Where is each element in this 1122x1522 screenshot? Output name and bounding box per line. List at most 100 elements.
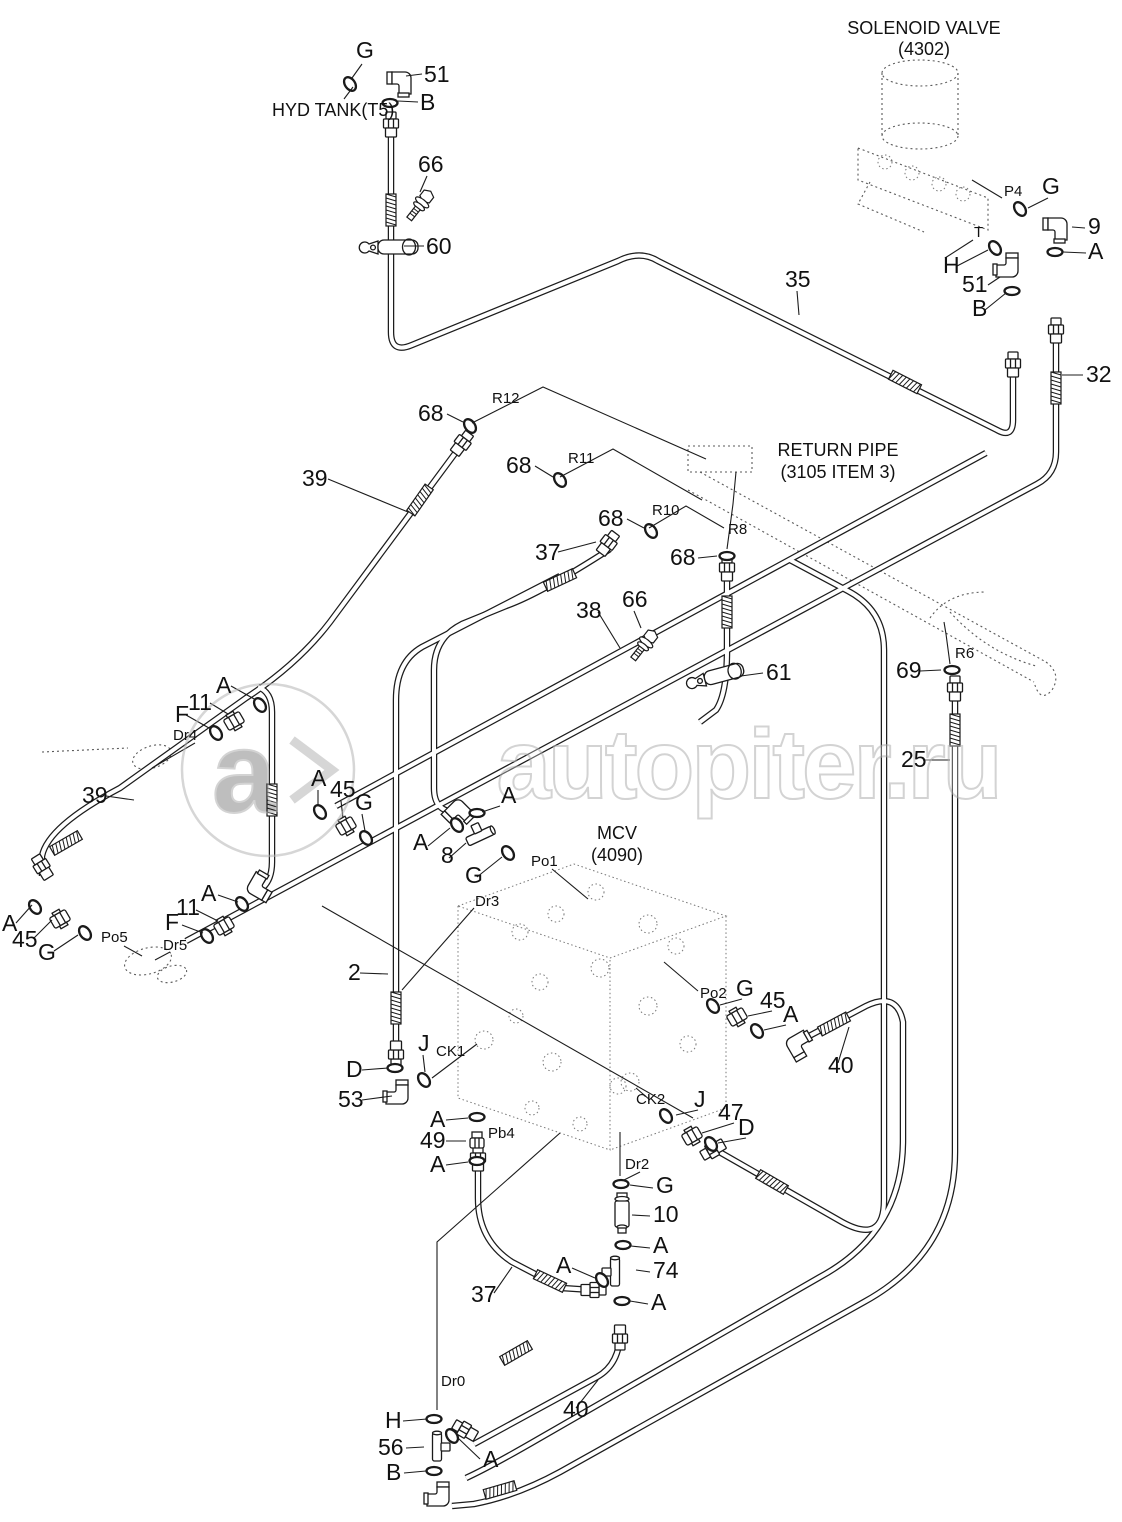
oring-a [310,801,330,823]
braid-sleeve [816,1011,852,1037]
dr4-dotted-part [41,744,172,770]
label-part-45-left: 45 [12,926,38,952]
oring-h [425,1413,443,1425]
oring-g [75,922,95,944]
port-ck2-circle [620,1072,640,1092]
label-port-dr3: Dr3 [475,893,499,910]
label-seal-a-74a: A [556,1252,572,1278]
po5-dotted-part [124,946,188,984]
label-port-t: T [974,224,983,241]
label-port-dr2: Dr2 [625,1156,649,1173]
oring-g [612,1178,630,1190]
oring-a [614,1239,632,1251]
label-seal-f-dr5: F [165,909,179,935]
oring-j [414,1069,434,1091]
watermark-logo-circle [180,682,356,858]
label-part-68-r11: 68 [506,452,532,478]
label-port-dr5: Dr5 [163,937,187,954]
label-seal-g-dr2: G [656,1172,674,1198]
mcv-outline [456,863,728,1151]
label-seal-j-ck1: J [418,1030,430,1056]
label-seal-j-ck2: J [694,1086,706,1112]
solenoid-valve-outline [857,59,989,233]
label-seal-h-dr0: H [385,1407,402,1433]
label-part-60: 60 [426,233,452,259]
oring-g [498,842,518,864]
label-part-45-mid: 45 [330,776,356,802]
label-title-return-pipe-2: (3105 ITEM 3) [780,462,895,482]
label-seal-a-dr4: A [216,672,232,698]
plug-49 [469,1131,485,1149]
fitting-45 [47,906,73,932]
label-part-8: 8 [441,842,454,868]
label-part-66-tank: 66 [418,151,444,177]
hose-end-fitting [28,851,56,883]
oring-a [468,1111,486,1123]
label-part-25: 25 [901,746,927,772]
oring-h [985,237,1005,259]
oring-68 [718,550,736,562]
clamp-60 [358,238,419,256]
braid-sleeve [755,1169,789,1195]
label-part-40-right: 40 [828,1052,854,1078]
elbow-bottom [423,1481,450,1507]
label-part-40-bot: 40 [563,1396,589,1422]
label-port-ck2: CK2 [636,1091,665,1108]
label-part-56: 56 [378,1434,404,1460]
label-part-38: 38 [576,597,602,623]
label-seal-a-74b: A [651,1289,667,1315]
braid-sleeve [542,568,578,592]
label-port-r11: R11 [568,450,594,467]
bolt-66-top [402,185,438,225]
label-part-47: 47 [718,1099,744,1125]
oring-a [25,896,45,918]
label-title-mcv-2: (4090) [591,845,643,865]
braid-sleeve [499,1340,533,1366]
label-title-solenoid-1: SOLENOID VALVE [847,18,1000,38]
braid-sleeve [1050,371,1062,405]
oring-a [468,1155,486,1167]
label-part-53: 53 [338,1086,364,1112]
watermark-logo-letter: a [212,709,277,837]
oring-d [386,1062,404,1074]
label-seal-a-8b: A [413,829,429,855]
label-part-11-dr4: 11 [188,689,212,715]
label-seal-h-t: H [943,252,960,278]
label-port-dr0: Dr0 [441,1373,465,1390]
watermark: a autopiter.ru [180,682,1004,858]
hose-end-fitting [387,1040,405,1067]
label-port-pb4: Pb4 [488,1125,515,1142]
oring-a [747,1020,767,1042]
label-part-11-dr5: 11 [176,894,200,920]
hose-end-fitting [1047,317,1065,344]
label-seal-b-tank: B [420,89,435,115]
label-port-r8: R8 [728,521,747,538]
oring-a [468,807,486,819]
label-port-r12: R12 [492,390,520,407]
label-seal-a-p4: A [1088,238,1104,264]
label-port-po2: Po2 [700,985,727,1002]
braid-sleeve [385,193,397,227]
elbow-51-t [992,252,1019,278]
label-part-68-r10: 68 [598,505,624,531]
label-seal-g-mid: G [355,789,373,815]
label-part-35: 35 [785,266,811,292]
elbow-9 [1042,217,1068,244]
label-part-2: 2 [348,959,361,985]
label-part-37-bot: 37 [471,1281,497,1307]
label-port-ck1: CK1 [436,1043,465,1060]
label-seal-b-t: B [972,295,987,321]
label-seal-g-p4: G [1042,173,1060,199]
oring-b [425,1465,443,1477]
label-part-68-r8: 68 [670,544,696,570]
oring-b [1003,285,1021,297]
label-part-51-tank: 51 [424,61,450,87]
label-part-39-top: 39 [302,465,328,491]
label-port-p4: P4 [1004,183,1022,200]
braid-sleeve [390,991,402,1025]
hoses-layer [38,126,1060,1510]
label-port-r10: R10 [652,502,680,519]
hose-end-fitting [946,675,964,702]
